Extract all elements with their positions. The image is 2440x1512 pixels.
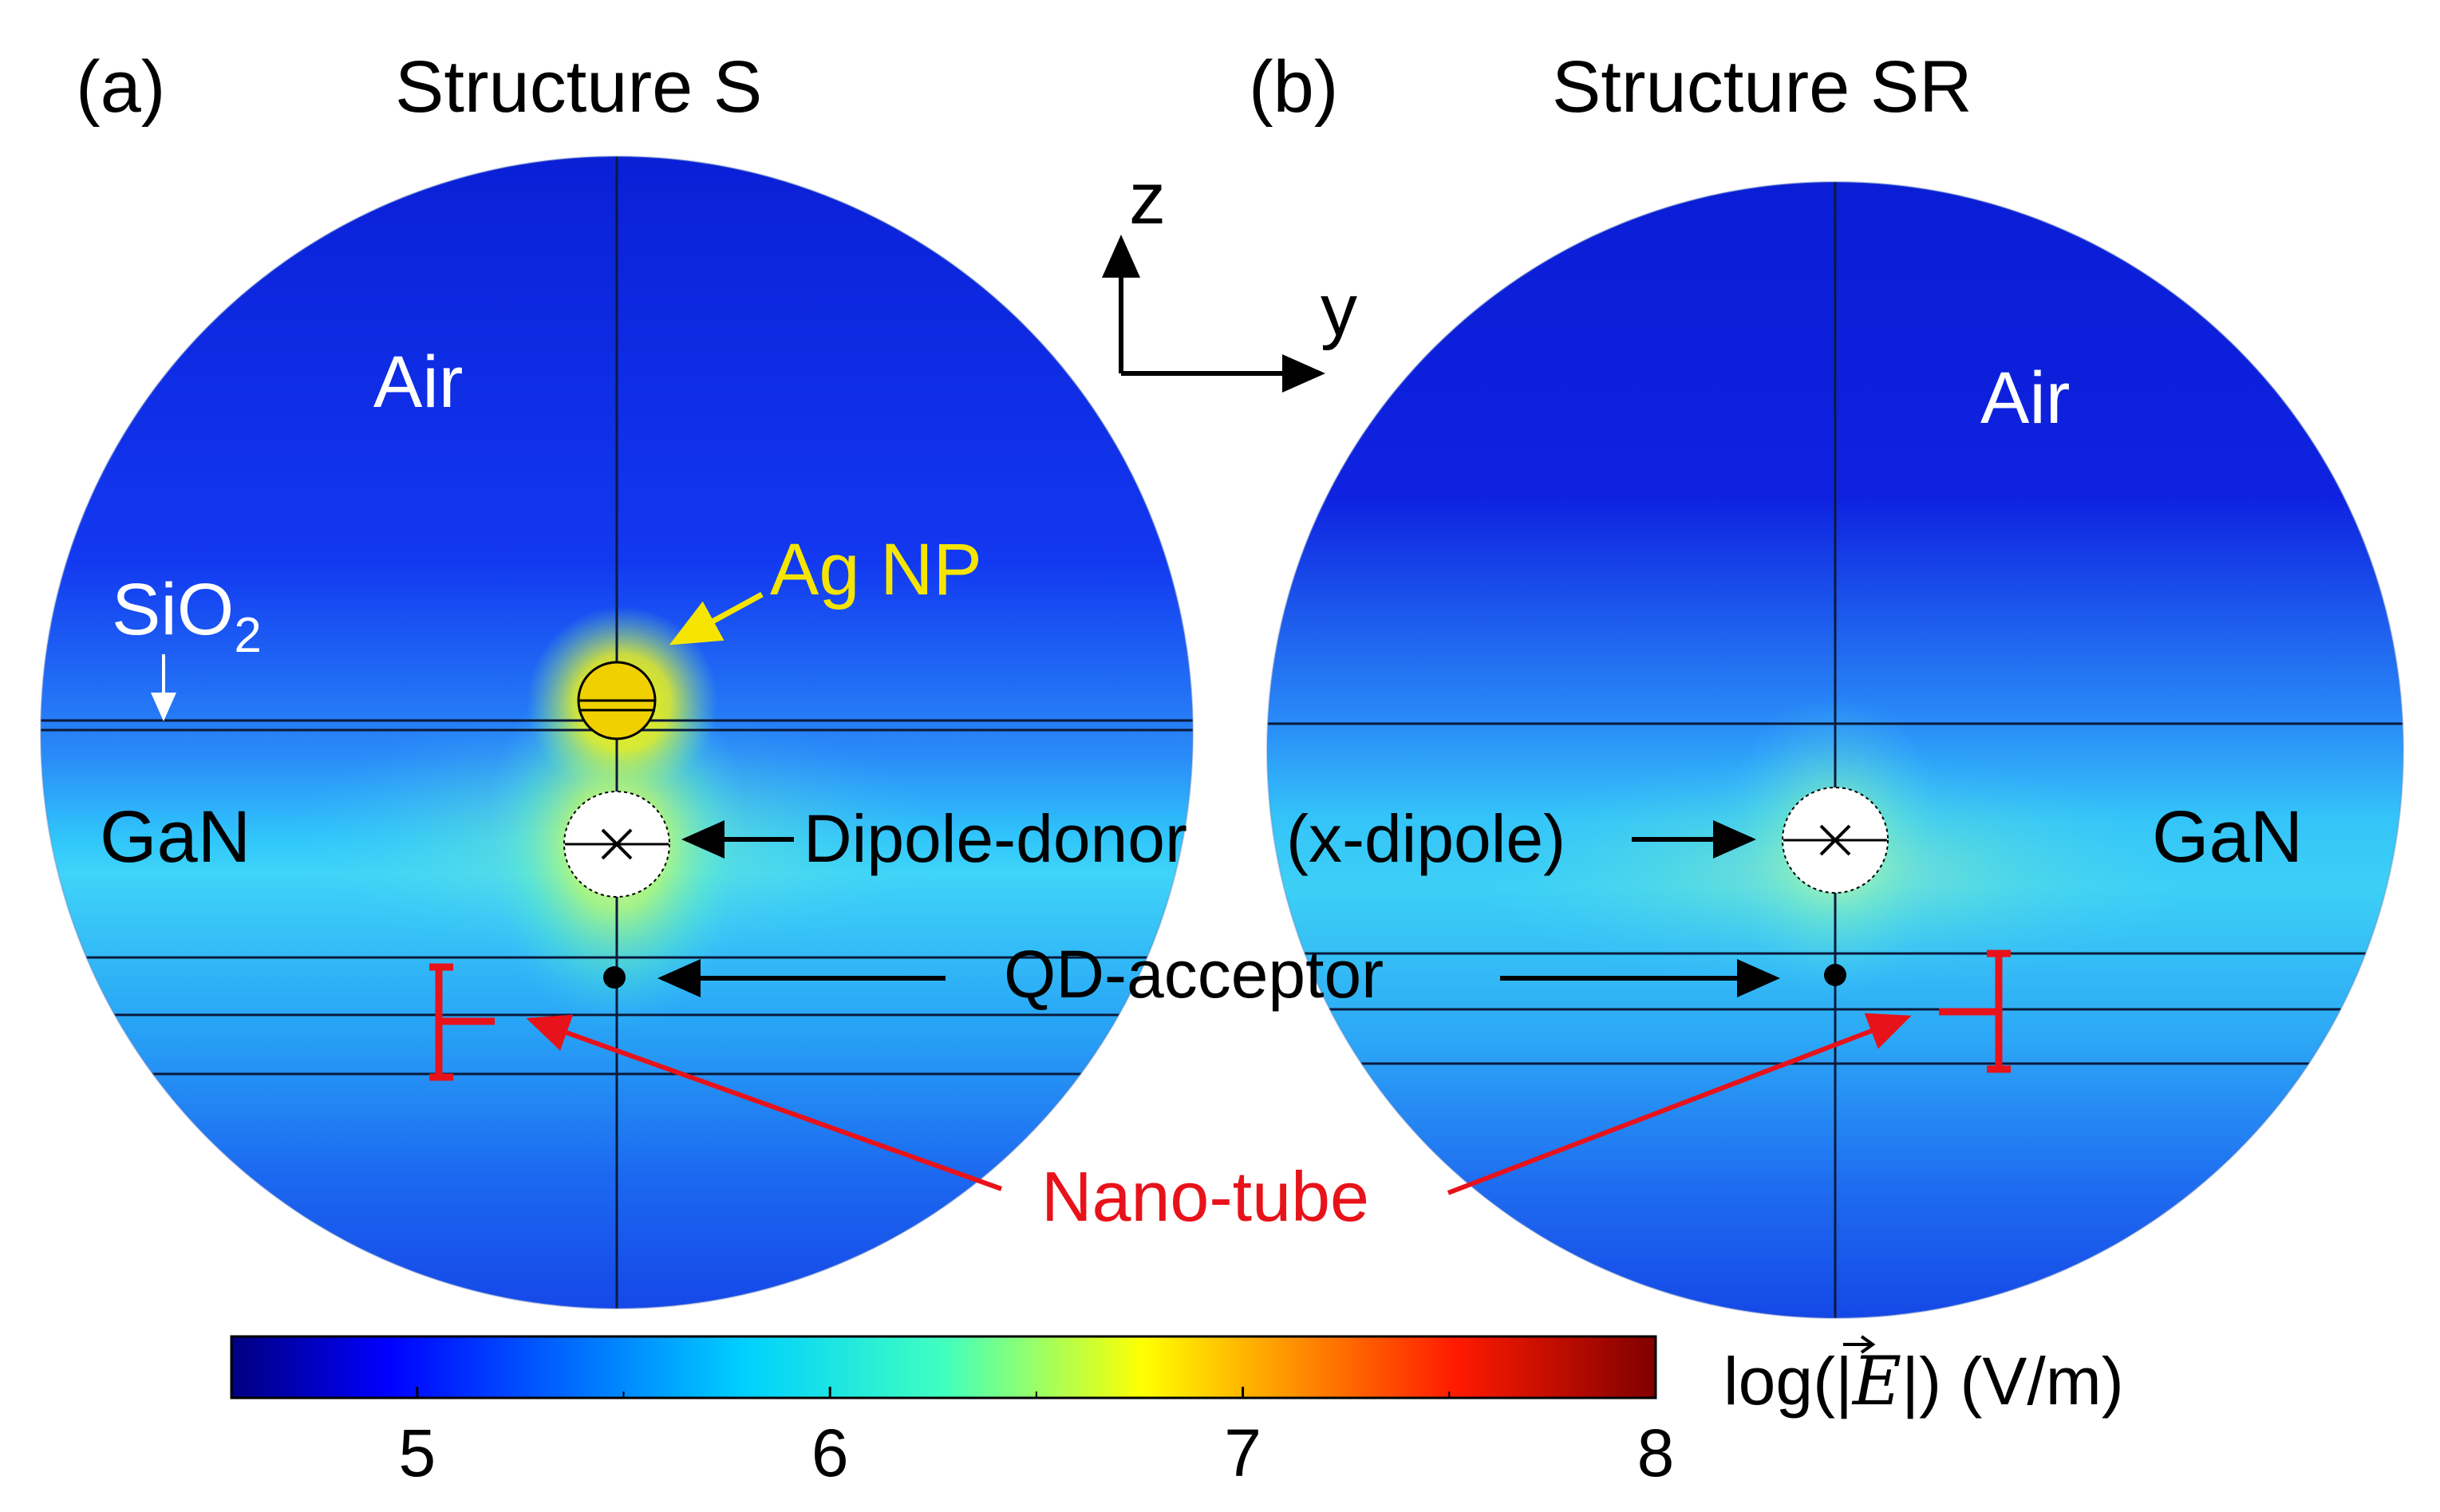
colorbar-tick-label: 8 [1637, 1415, 1675, 1490]
axis-z-label: z [1129, 158, 1166, 239]
nano-tube-bracket-a [429, 963, 495, 1081]
axis-y-label: y [1321, 270, 1357, 351]
panel-b [1266, 181, 2404, 1319]
panel-a-field-map [41, 156, 1193, 1309]
colorbar-tick-label: 6 [811, 1415, 849, 1490]
nano-tube-bracket-b [1939, 949, 2011, 1073]
panel-b-field-map [1267, 182, 2403, 1318]
panel-a [40, 156, 1194, 1309]
panel-a-air-label: Air [373, 341, 463, 423]
dipole-donor-label: Dipole-donor [803, 801, 1187, 876]
colorbar-label: log(|E|) (V/m) [1723, 1342, 2124, 1420]
panel-a-tag: (a) [76, 46, 165, 128]
panel-b-gan-label: GaN [2152, 796, 2303, 878]
qd-acceptor-a [603, 966, 626, 989]
panel-b-air-label: Air [1980, 357, 2070, 439]
colorbar: 5 6 7 8 log(|E|) (V/m) [230, 1335, 2124, 1490]
colorbar-tick-label: 5 [398, 1415, 436, 1490]
qd-acceptor-b [1824, 964, 1846, 986]
colorbar-ticks: 5 6 7 8 [398, 1387, 1674, 1490]
ag-nanoparticle [577, 661, 657, 740]
vector-arrow-over-e [1843, 1335, 1876, 1354]
dipole-donor-b [1782, 787, 1889, 894]
panel-b-title: Structure SR [1552, 46, 1972, 128]
axis-indicator: z y [1102, 158, 1357, 393]
colorbar-tick-label: 7 [1224, 1415, 1261, 1490]
panel-a-title: Structure S [395, 46, 762, 128]
agnp-arrow [669, 591, 764, 645]
sio2-label: SiO2 [112, 569, 262, 663]
panel-b-tag: (b) [1249, 46, 1338, 128]
nano-tube-label: Nano-tube [1041, 1157, 1369, 1236]
dipole-donor-a [563, 791, 670, 898]
panel-a-gan-label: GaN [100, 796, 251, 878]
qd-acceptor-label: QD-acceptor [1004, 937, 1384, 1012]
agnp-label: Ag NP [770, 529, 982, 610]
annotation-arrows [526, 820, 1912, 1195]
x-dipole-label: (x-dipole) [1286, 801, 1565, 876]
